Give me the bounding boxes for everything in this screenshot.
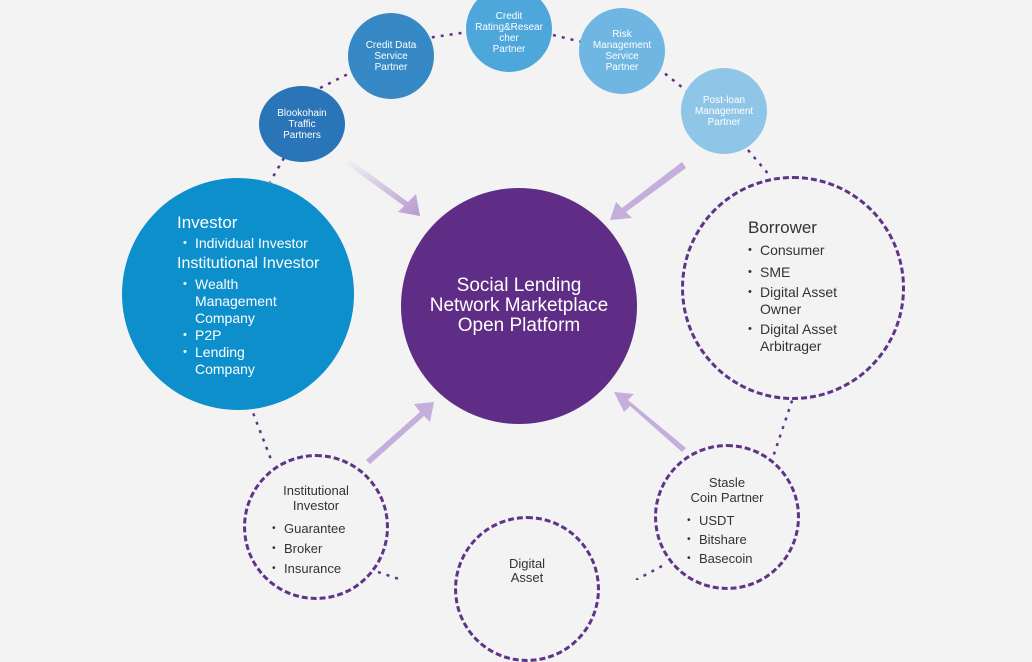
partner-risk-management: Risk Management Service Partner xyxy=(579,8,665,94)
stable-coin-line1: Stasle xyxy=(708,475,746,490)
partner-credit-rating-line4: Partner xyxy=(492,44,526,55)
partner-risk-line1: Risk xyxy=(612,29,632,40)
institutional-item-insurance: Insurance xyxy=(272,559,345,579)
partner-credit-data: Credit Data Service Partner xyxy=(348,13,434,99)
partner-post-loan-line2: Management xyxy=(694,105,754,117)
partner-risk-line4: Partner xyxy=(605,62,639,73)
investor-individual-list: Individual Investor xyxy=(183,235,308,252)
connector-stablecoin-digital xyxy=(635,564,663,580)
digital-asset-line2: Asset xyxy=(510,570,544,585)
investor-circle: Investor Individual Investor Institution… xyxy=(122,178,354,410)
investor-title: Investor xyxy=(177,213,238,232)
stable-coin-item-bitshare: Bitshare xyxy=(687,530,752,549)
investor-item-p2p: P2P xyxy=(183,327,295,344)
institutional-investor-list: Wealth Management Company P2P Lending Co… xyxy=(183,276,295,378)
institutional-investor-title: Institutional Investor xyxy=(177,255,320,272)
partner-blockchain-line3: Partners xyxy=(283,129,321,141)
connector-blockchain-investor xyxy=(268,157,286,183)
connector-creditrating-risk xyxy=(552,33,583,44)
partner-blockchain-line2: Traffic xyxy=(288,118,316,130)
arrow-bottom-left xyxy=(366,402,434,464)
investor-item-lending: Lending Company xyxy=(183,344,295,378)
connector-institutional-digital xyxy=(377,570,403,580)
connector-risk-postloan xyxy=(657,67,689,93)
institutional-investor-line2: Investor xyxy=(292,498,340,513)
stable-coin-line2: Coin Partner xyxy=(690,490,764,505)
center-line1: Social Lending xyxy=(456,275,582,296)
institutional-item-broker: Broker xyxy=(272,539,345,559)
institutional-item-guarantee: Guarantee xyxy=(272,519,345,539)
partner-credit-data-line1: Credit Data xyxy=(365,39,417,51)
partner-credit-data-line3: Partner xyxy=(374,61,408,73)
arrows xyxy=(346,158,686,464)
partner-credit-rating-line2: Rating&Resear xyxy=(475,22,543,33)
institutional-investor-circle: Institutional Investor Guarantee Broker … xyxy=(243,454,389,600)
partner-post-loan-line3: Partner xyxy=(707,116,741,128)
partner-blockchain-line1: Blookohain xyxy=(277,107,327,119)
partner-post-loan: Post-loan Management Partner xyxy=(681,68,767,154)
connector-postloan-borrower xyxy=(747,149,771,177)
partner-credit-rating: Credit Rating&Resear cher Partner xyxy=(466,0,552,72)
connector-layer xyxy=(248,30,797,580)
digital-asset-circle: Digital Asset xyxy=(454,516,600,662)
stable-coin-items: USDT Bitshare Basecoin xyxy=(687,511,752,568)
connector-blockchain-creditdata xyxy=(311,70,353,94)
arrow-top-right xyxy=(610,162,686,220)
partner-credit-data-line2: Service xyxy=(374,50,408,62)
borrower-title: Borrower xyxy=(748,218,817,237)
center-line2: Network Marketplace xyxy=(429,295,609,316)
borrower-item-sme: SME xyxy=(748,264,868,281)
arrow-bottom-right xyxy=(614,392,686,452)
partner-credit-rating-line3: cher xyxy=(499,33,519,44)
institutional-investor-items: Guarantee Broker Insurance xyxy=(272,519,345,579)
arrow-top-left xyxy=(346,158,420,216)
partner-credit-rating-line1: Credit xyxy=(495,11,523,22)
center-line3: Open Platform xyxy=(457,315,581,336)
digital-asset-line1: Digital xyxy=(508,556,546,571)
investor-item-wealth: Wealth Management Company xyxy=(183,276,295,327)
center-platform: Social Lending Network Marketplace Open … xyxy=(401,188,637,424)
partner-risk-line3: Service xyxy=(605,51,639,62)
borrower-circle: Borrower Consumer SME Digital Asset Owne… xyxy=(681,176,905,400)
partner-blockchain-traffic: Blookohain Traffic Partners xyxy=(259,86,345,162)
connector-investor-institutional xyxy=(248,404,274,463)
stable-coin-circle: Stasle Coin Partner USDT Bitshare Baseco… xyxy=(654,444,800,590)
connector-borrower-stablecoin xyxy=(770,391,797,461)
stable-coin-item-usdt: USDT xyxy=(687,511,752,530)
borrower-item-owner: Digital Asset Owner xyxy=(748,284,868,318)
borrower-item-consumer: Consumer xyxy=(748,242,868,259)
investor-individual-item: Individual Investor xyxy=(183,235,308,252)
institutional-investor-line1: Institutional xyxy=(283,483,349,498)
borrower-item-arbitrager: Digital Asset Arbitrager xyxy=(748,321,868,355)
borrower-list: Consumer SME Digital Asset Owner Digital… xyxy=(748,242,868,355)
partner-post-loan-line1: Post-loan xyxy=(702,94,746,106)
stable-coin-item-basecoin: Basecoin xyxy=(687,549,752,568)
partner-risk-line2: Management xyxy=(592,40,652,51)
